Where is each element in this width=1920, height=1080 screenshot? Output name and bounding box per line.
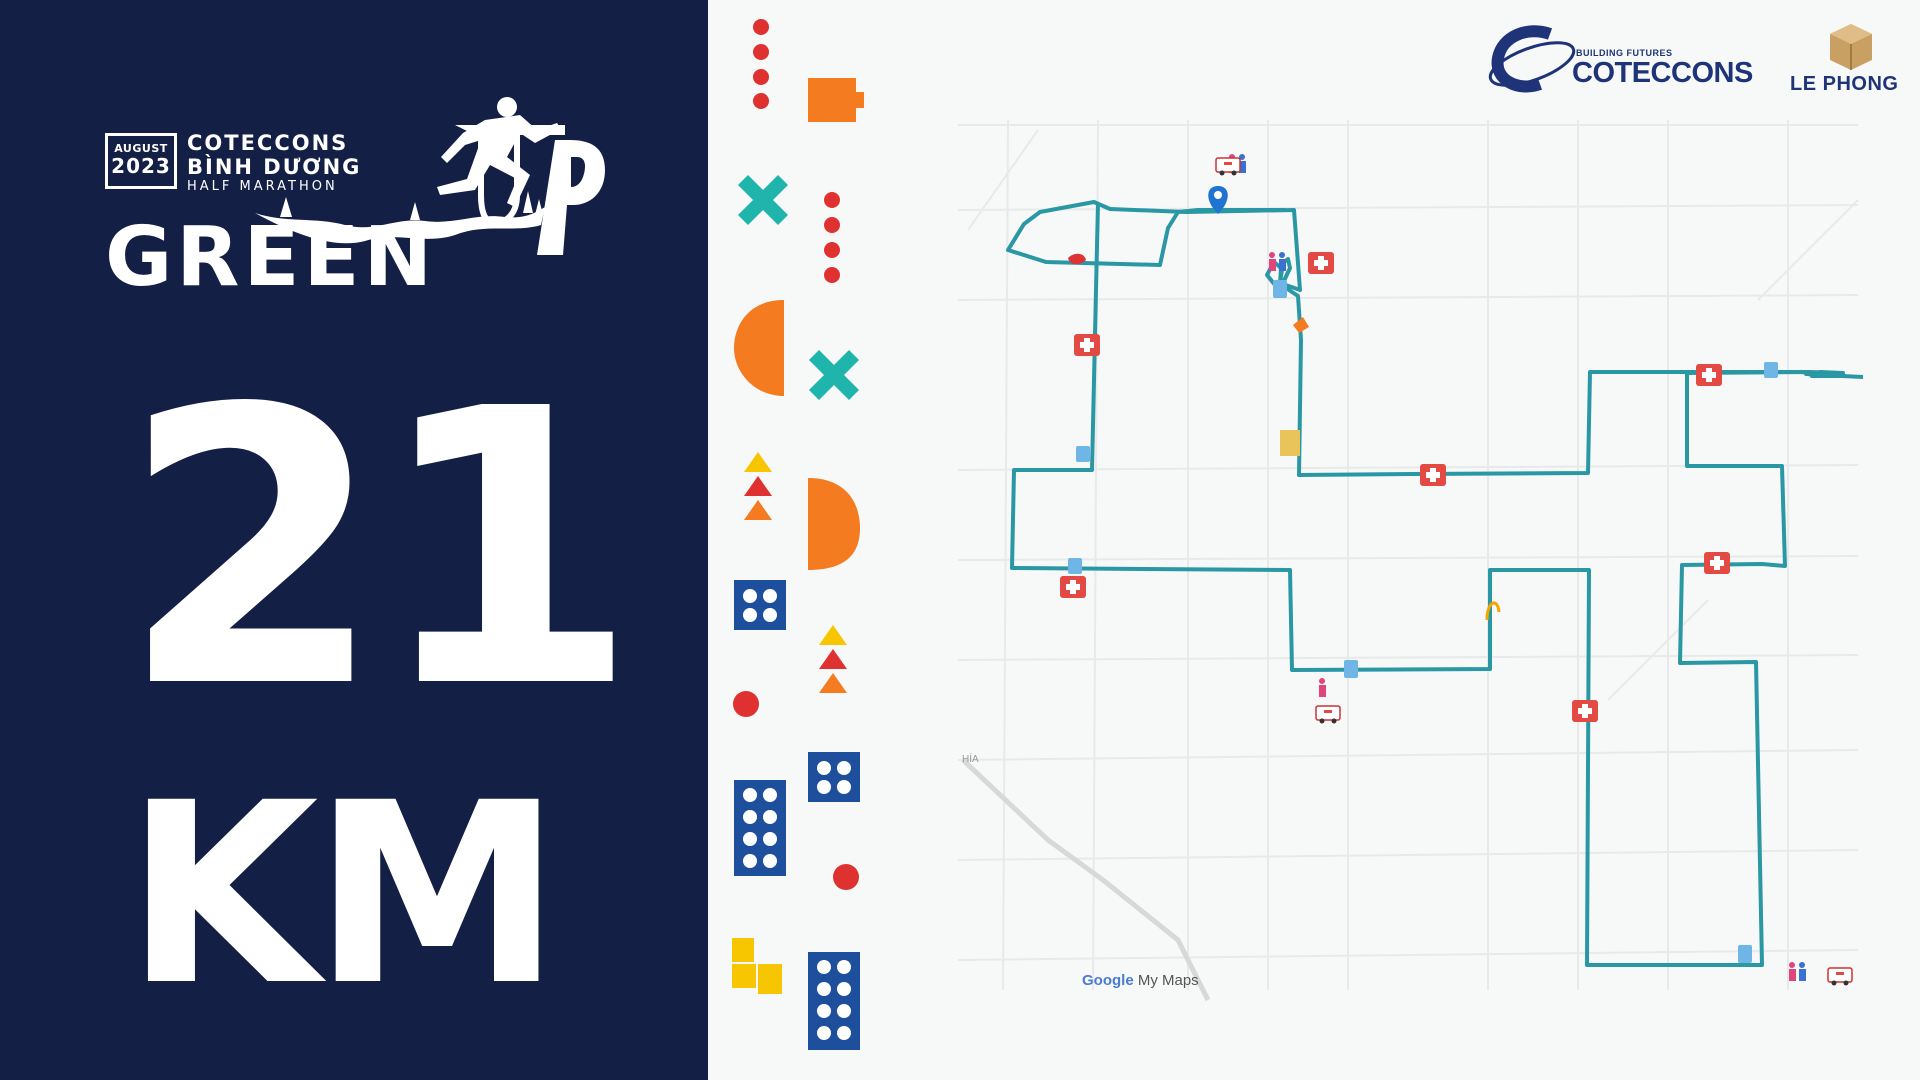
distance-value: 21 — [120, 328, 639, 771]
lephong-logo: LE PHONG — [1778, 22, 1908, 102]
medical-station-icons — [1060, 252, 1730, 722]
coteccons-name: COTECCONS — [1572, 57, 1753, 89]
race-route-line — [1006, 200, 1864, 477]
event-date-box: AUGUST 2023 — [105, 133, 177, 189]
my-maps-attribution: My Maps — [1137, 972, 1199, 989]
lephong-name: LE PHONG — [1790, 73, 1899, 95]
coteccons-mark-icon — [1488, 25, 1576, 93]
lephong-box-icon — [1830, 24, 1872, 70]
coteccons-logo: BUILDING FUTURES COTECCONS — [1488, 22, 1753, 102]
left-panel: AUGUST 2023 COTECCONS BÌNH DƯƠNG HALF MA… — [0, 0, 708, 1080]
event-organizer: COTECCONS — [187, 131, 349, 155]
google-attribution: Google — [1082, 972, 1134, 989]
map-attribution: Google My Maps — [1082, 972, 1199, 989]
event-logo: AUGUST 2023 COTECCONS BÌNH DƯƠNG HALF MA… — [105, 95, 605, 315]
event-month: AUGUST — [114, 142, 168, 155]
map-faint-label: HÍA — [962, 752, 979, 765]
distance-unit: KM — [125, 749, 562, 1040]
ambulance-icons — [1215, 157, 1853, 986]
event-slogan: GREEN — [105, 210, 437, 305]
water-station-icons — [1068, 280, 1778, 963]
event-city: BÌNH DƯƠNG — [187, 155, 362, 179]
decorative-shapes — [732, 19, 864, 1050]
right-panel: HÍA — [708, 0, 1920, 1080]
route-map: HÍA — [957, 119, 1864, 1002]
runner-illustration — [255, 97, 605, 255]
misc-markers — [1068, 253, 1309, 456]
event-race-type: HALF MARATHON — [187, 179, 338, 194]
event-year: 2023 — [111, 154, 171, 178]
start-pin-icon — [1208, 186, 1228, 214]
coteccons-tagline: BUILDING FUTURES — [1576, 48, 1673, 58]
